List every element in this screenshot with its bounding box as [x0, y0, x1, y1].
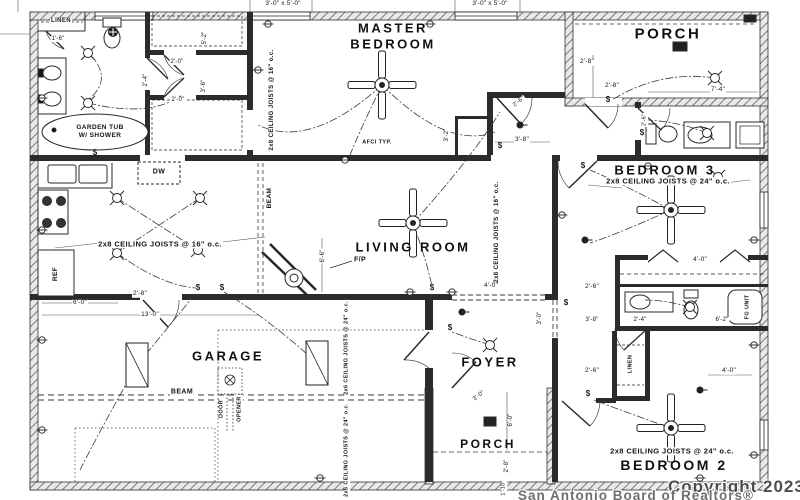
garden-tub [41, 113, 149, 151]
outlet-icon [556, 211, 568, 219]
ceiling-light-icon [109, 190, 125, 206]
garage-door-opener [217, 367, 243, 432]
outlet-icon [252, 66, 264, 74]
porch-meter-box [672, 41, 688, 52]
refrigerator [37, 249, 75, 297]
kitchen-sink [38, 163, 113, 189]
ceiling-fan-icon [378, 188, 448, 258]
bath2-vanity [624, 291, 674, 313]
outlet-icon [748, 236, 760, 244]
ceiling-light-icon [190, 242, 206, 258]
windows [94, 11, 769, 451]
switch-icon: $ [564, 298, 569, 307]
ceiling-light-icon [710, 169, 726, 185]
ceiling-light-icon [80, 45, 96, 61]
construction-lines [38, 23, 756, 482]
copyright-watermark: Copyright 2023 [668, 477, 800, 496]
ceiling-light-icon [682, 299, 698, 315]
porch-post [743, 14, 757, 23]
switch-icon: $ [93, 148, 98, 157]
fluorescent-light-icon [305, 340, 329, 386]
ceiling-light-icon [80, 95, 96, 111]
outlet-icon [314, 474, 326, 482]
outlet-icon [642, 162, 654, 170]
switch-icon: $ [430, 283, 435, 292]
closet-shelving [151, 15, 243, 151]
switch-icon: $ [196, 283, 201, 292]
smoke-detector-icon [458, 308, 470, 316]
outlet-icon [748, 451, 760, 459]
hall-bath-toilet [645, 123, 678, 145]
smoke-detector-icon [696, 386, 708, 394]
outlet-icon [748, 341, 760, 349]
door-swings [45, 30, 671, 427]
ceiling-light-icon [109, 245, 125, 261]
ceiling-fan-icon [636, 175, 706, 245]
closet3-bifold [647, 249, 751, 263]
switch-icon: $ [581, 161, 586, 170]
double-vanity [37, 57, 67, 115]
switch-icon: $ [220, 283, 225, 292]
fluorescent-light-icon [125, 342, 149, 388]
ceiling-light-icon [482, 337, 498, 353]
switch-icon: $ [606, 95, 611, 104]
exhaust-fan-icon [107, 26, 119, 38]
ceiling-light-icon [707, 70, 723, 86]
smoke-detector-icon [516, 121, 528, 129]
outlet-icon [424, 20, 436, 28]
switch-icon: $ [448, 323, 453, 332]
ceiling-light-icon [699, 125, 715, 141]
linen2-shelving [617, 344, 644, 386]
electrical-symbols: $ $ $ $ $ $ $ $ $ $ $ [36, 20, 760, 482]
interior-walls [30, 12, 768, 482]
dishwasher [137, 161, 181, 185]
fireplace [261, 243, 353, 297]
ceiling-light-icon [192, 190, 208, 206]
switch-icon: $ [586, 389, 591, 398]
ceiling-fan-icon [347, 50, 417, 120]
realtor-watermark: San Antonio Board of Realtors® [518, 488, 754, 500]
switch-icon: $ [640, 128, 645, 137]
outlet-icon [262, 20, 274, 28]
ceiling-fan-icon [636, 393, 706, 463]
fixtures [37, 12, 765, 432]
switch-icon: $ [498, 141, 503, 150]
fiberglass-tub [727, 289, 763, 325]
porch-lantern [483, 416, 497, 427]
hall-bath-vanity [683, 121, 765, 149]
